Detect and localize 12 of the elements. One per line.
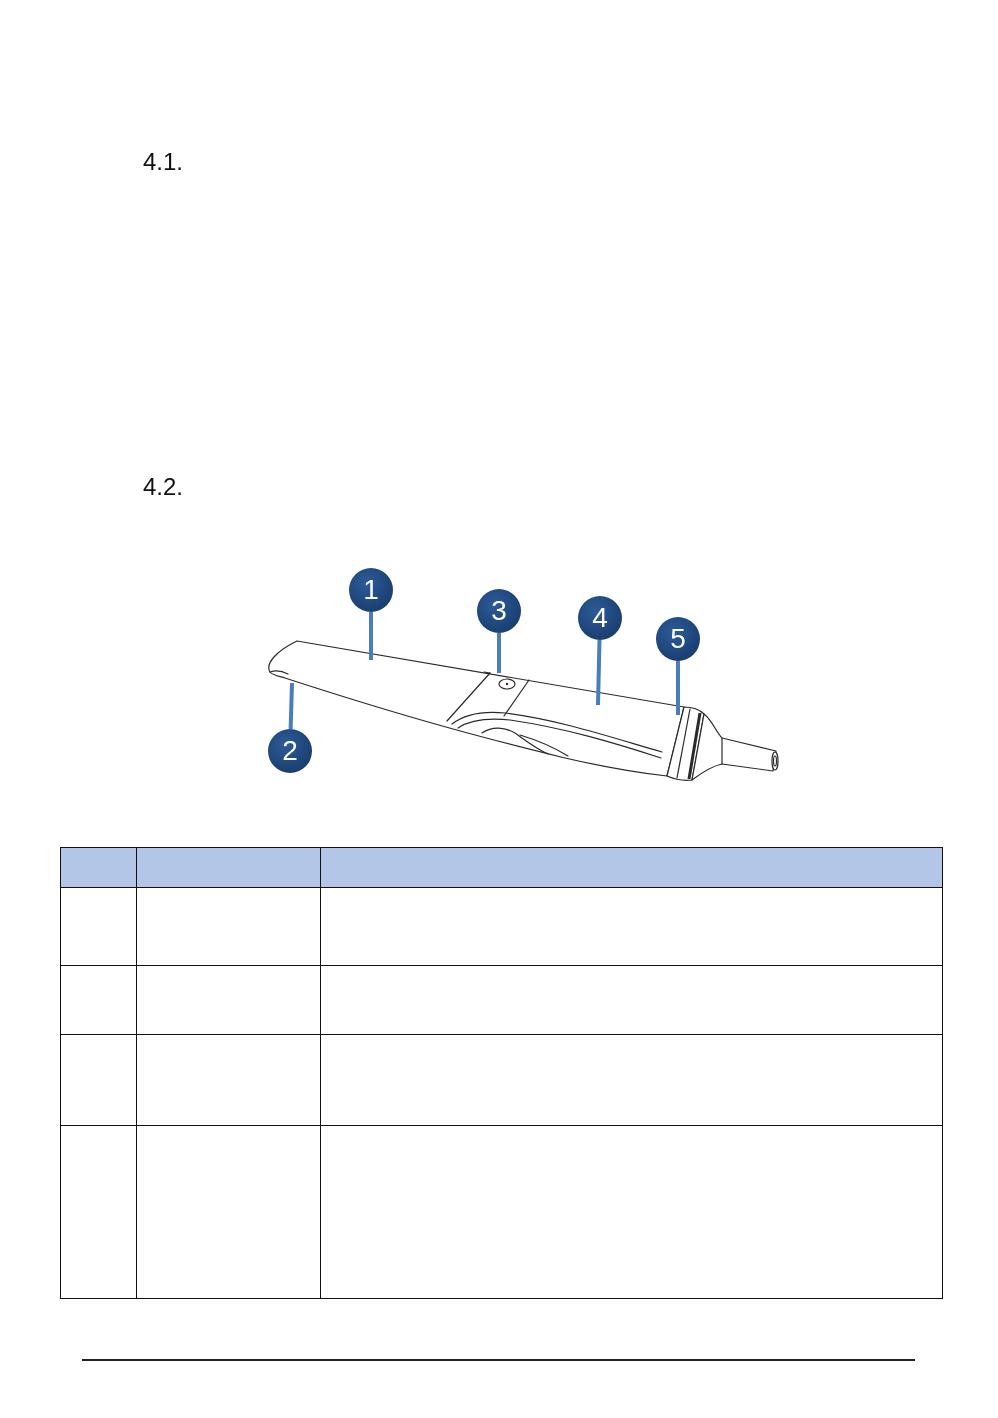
callout-number: 2 <box>268 729 312 773</box>
leader-line <box>596 639 602 706</box>
leader-line <box>676 661 680 715</box>
callout-number: 4 <box>578 596 622 640</box>
leader-line <box>369 612 373 660</box>
callout-number: 3 <box>477 589 521 633</box>
leader-line <box>497 633 501 673</box>
leader-line <box>288 682 294 730</box>
section-number: 4.2. <box>143 473 184 501</box>
callout-number: 5 <box>656 617 700 661</box>
section-number: 4.1. <box>143 148 184 176</box>
callout-number: 1 <box>349 568 393 612</box>
